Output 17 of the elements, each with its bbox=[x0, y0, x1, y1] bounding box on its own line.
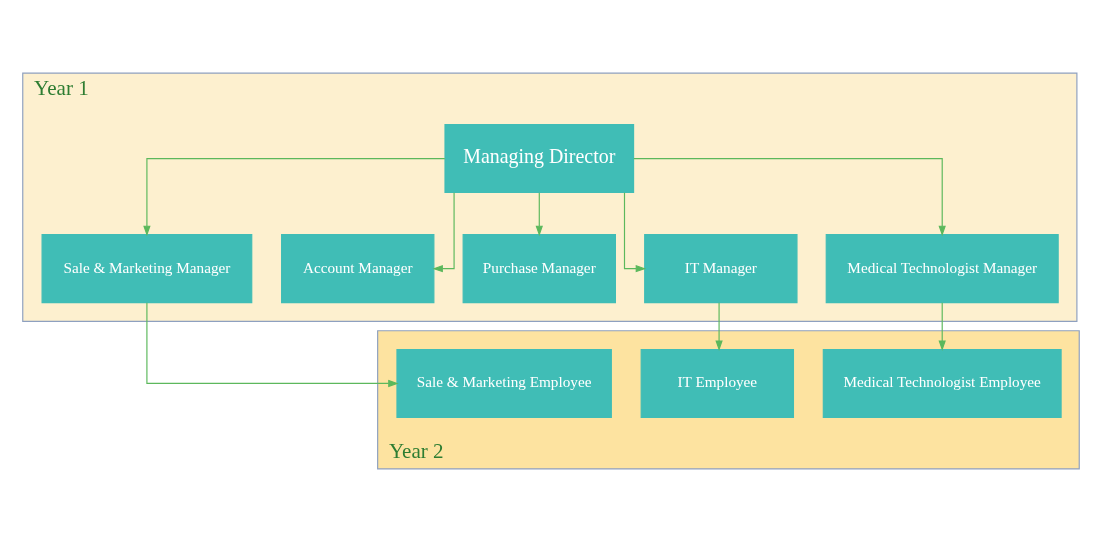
node-box: Sale & Marketing Manager bbox=[41, 233, 253, 303]
arrow bbox=[715, 301, 723, 351]
node-box: Purchase Manager bbox=[462, 233, 616, 303]
node-box: Account Manager bbox=[281, 233, 435, 303]
node-box: Managing Director bbox=[444, 123, 635, 193]
arrow bbox=[432, 191, 455, 272]
arrow bbox=[143, 157, 446, 236]
arrow bbox=[146, 301, 399, 387]
node-box: Medical Technologist Manager bbox=[825, 233, 1059, 303]
node-box: IT Employee bbox=[640, 348, 795, 418]
node-box: Medical Technologist Employee bbox=[822, 348, 1062, 418]
arrow bbox=[938, 301, 946, 351]
arrow bbox=[633, 157, 946, 236]
node-box: IT Manager bbox=[644, 233, 798, 303]
node-box: Sale & Marketing Employee bbox=[396, 348, 612, 418]
arrow bbox=[623, 191, 647, 272]
arrow bbox=[535, 191, 543, 236]
